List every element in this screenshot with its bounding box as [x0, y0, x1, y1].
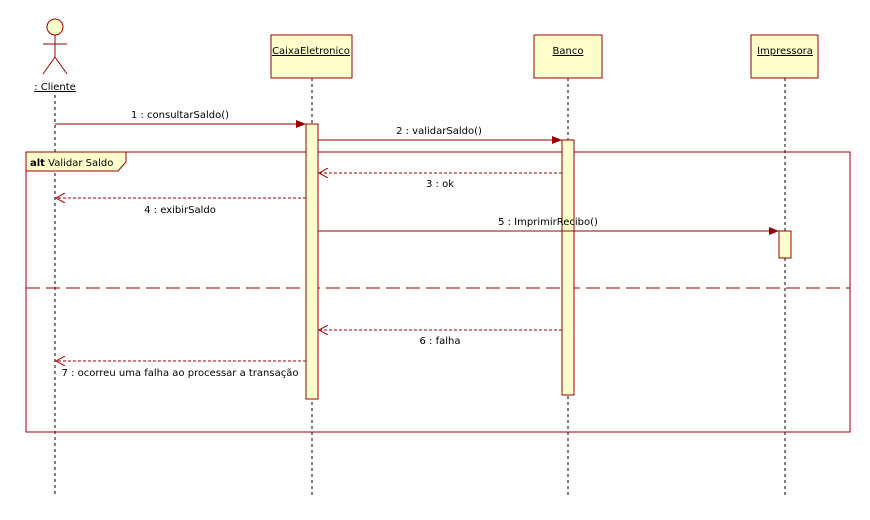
- message-1[interactable]: 1 : consultarSaldo(): [55, 110, 306, 128]
- message-7-return[interactable]: 7 : ocorreu uma falha ao processar a tra…: [56, 361, 306, 379]
- message-1-label: 1 : consultarSaldo(): [131, 110, 229, 121]
- message-4-return[interactable]: 4 : exibirSaldo: [56, 198, 306, 216]
- message-2[interactable]: 2 : validarSaldo(): [318, 126, 562, 144]
- message-6-label: 6 : falha: [420, 336, 461, 347]
- alt-operator: alt: [30, 158, 45, 169]
- message-5[interactable]: 5 : ImprimirRecibo(): [318, 217, 779, 235]
- alt-fragment-label: alt Validar Saldo: [30, 158, 113, 169]
- actor-cliente[interactable]: : Cliente: [34, 18, 76, 93]
- lifeline-box-impressora[interactable]: Impressora: [750, 34, 819, 79]
- alt-fragment-tab: [25, 151, 127, 172]
- alt-guard: Validar Saldo: [48, 158, 113, 169]
- lifeline-box-caixaeletronico[interactable]: CaixaEletronico: [270, 34, 353, 79]
- actor-head-icon: [46, 18, 64, 36]
- activation-impressora: [778, 230, 792, 259]
- activation-caixaeletronico: [305, 123, 319, 400]
- lifeline-box-banco[interactable]: Banco: [533, 34, 603, 79]
- message-3-label: 3 : ok: [426, 179, 454, 190]
- message-3-return[interactable]: 3 : ok: [319, 173, 562, 190]
- message-6-return[interactable]: 6 : falha: [319, 330, 562, 347]
- message-5-label: 5 : ImprimirRecibo(): [498, 217, 598, 228]
- message-4-label: 4 : exibirSaldo: [144, 205, 216, 216]
- actor-label: : Cliente: [34, 82, 76, 93]
- activation-banco: [561, 139, 575, 396]
- lifeline-label-banco: Banco: [553, 46, 584, 57]
- lifeline-label-impressora: Impressora: [757, 46, 813, 57]
- message-7-label: 7 : ocorreu uma falha ao processar a tra…: [62, 368, 299, 379]
- message-2-label: 2 : validarSaldo(): [396, 126, 482, 137]
- lifeline-label-caixaeletronico: CaixaEletronico: [272, 46, 350, 57]
- alt-fragment-frame[interactable]: [25, 151, 851, 433]
